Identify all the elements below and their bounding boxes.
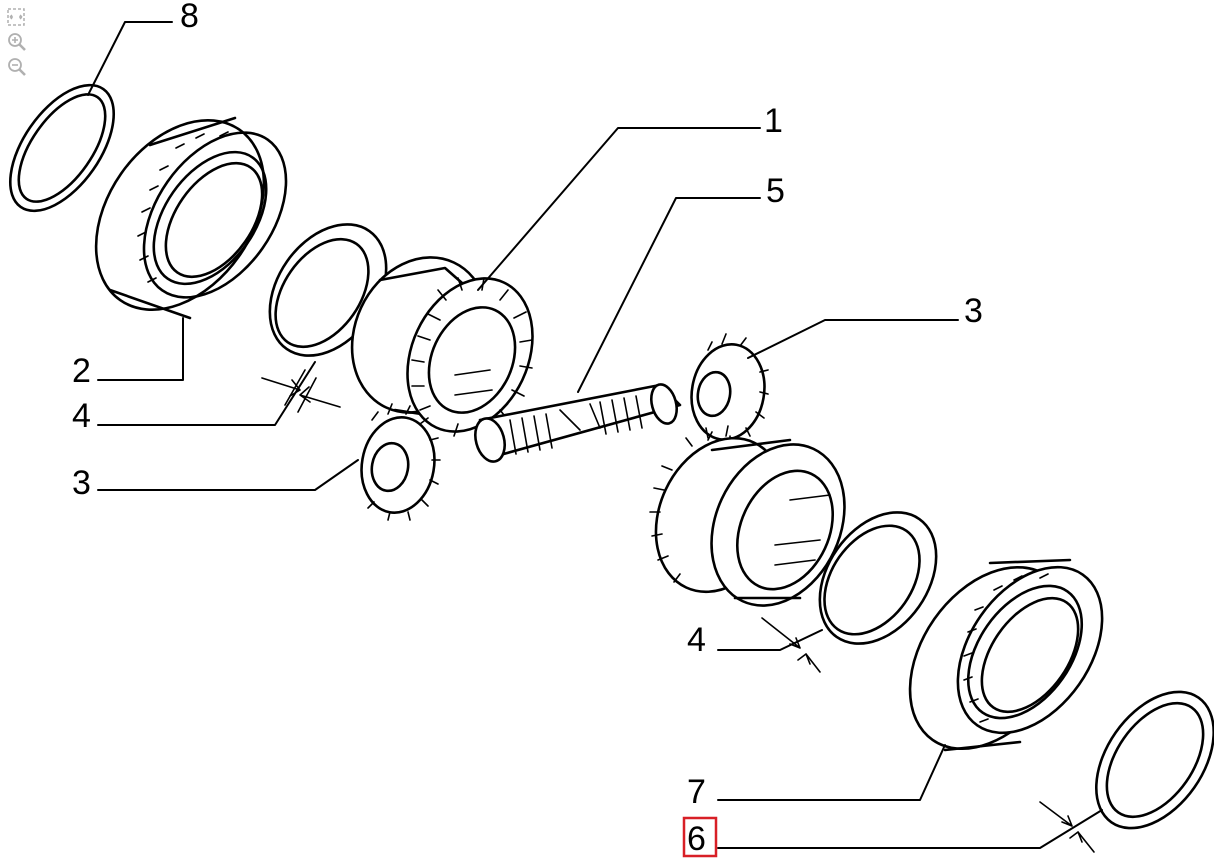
leader-4-right — [717, 629, 823, 651]
part-1-side-gear[interactable] — [327, 235, 556, 452]
callout-3-right[interactable]: 3 — [964, 292, 983, 330]
callout-1[interactable]: 1 — [764, 102, 783, 140]
part-3-pinion-gear-left[interactable] — [354, 403, 442, 521]
callout-7[interactable]: 7 — [687, 773, 706, 811]
part-8-shim-ring[interactable] — [0, 67, 134, 229]
part-6-shim-ring[interactable] — [1039, 670, 1214, 853]
leader-3-right — [747, 319, 959, 359]
callout-6[interactable]: 6 — [687, 820, 706, 858]
leader-2 — [97, 317, 184, 381]
leader-5 — [577, 197, 761, 393]
callout-3-left[interactable]: 3 — [72, 464, 91, 502]
leader-8 — [87, 21, 173, 96]
callout-5[interactable]: 5 — [766, 172, 785, 210]
leader-lines — [87, 21, 1103, 849]
leader-3-left — [97, 459, 359, 491]
callout-4-left[interactable]: 4 — [72, 397, 91, 435]
callout-4-right[interactable]: 4 — [687, 621, 706, 659]
side-gear-lower[interactable] — [632, 417, 870, 627]
part-7-bearing[interactable] — [877, 537, 1132, 779]
viewer-toolbar — [4, 6, 30, 80]
part-2-bearing[interactable] — [61, 89, 315, 342]
zoom-out-icon[interactable] — [4, 56, 30, 78]
leader-4-left — [97, 361, 316, 426]
part-4-shim-ring-right[interactable] — [761, 490, 960, 673]
leader-7 — [717, 744, 946, 801]
leader-1 — [477, 127, 761, 291]
part-5-pin-shaft[interactable] — [471, 382, 682, 465]
leader-6 — [717, 809, 1103, 849]
callout-8[interactable]: 8 — [180, 0, 199, 35]
callout-6-highlight — [682, 816, 718, 858]
callout-2[interactable]: 2 — [72, 352, 91, 390]
zoom-in-icon[interactable] — [4, 31, 30, 53]
fit-view-icon[interactable] — [4, 6, 30, 28]
